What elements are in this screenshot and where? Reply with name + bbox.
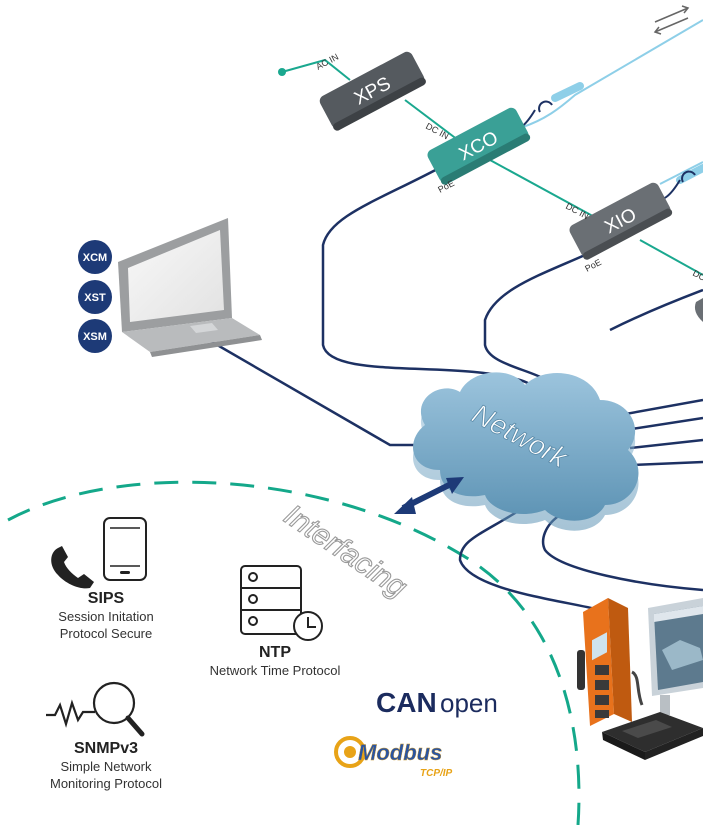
sips-title: SIPS xyxy=(87,590,125,607)
software-badges: XCM XST XSM xyxy=(78,240,112,353)
dc-partial-label: DC xyxy=(691,268,703,283)
sips-line1: Session Initation xyxy=(58,609,154,624)
smartphone-icon xyxy=(103,517,147,581)
fiber-couplers xyxy=(509,100,696,201)
modbus-logo-text: Modbus xyxy=(358,740,442,765)
power-plug-icon xyxy=(278,68,286,76)
dc-links xyxy=(281,58,703,276)
ntp-title: NTP xyxy=(259,644,291,661)
snmp-line1: Simple Network xyxy=(60,759,152,774)
modbus-gear-icon xyxy=(334,736,366,768)
interfacing-boundary xyxy=(7,480,581,825)
intercom-station[interactable] xyxy=(577,598,632,726)
dc-in-xio-label: DC IN xyxy=(564,201,590,221)
ntp-line1: Network Time Protocol xyxy=(209,663,341,678)
modbus-logo: Modbus TCP/IP xyxy=(334,736,453,779)
xps-device[interactable]: XPS xyxy=(318,50,428,132)
snmp-line2: Monitoring Protocol xyxy=(50,776,162,791)
magnifier-waveform-icon xyxy=(46,681,145,737)
sips-line2: Protocol Secure xyxy=(59,626,153,641)
transfer-arrows-icon xyxy=(653,5,690,35)
phone-handset-icon xyxy=(51,546,94,589)
badge-xcm[interactable]: XCM xyxy=(78,240,112,274)
canopen-logo-bold: CAN xyxy=(376,687,437,718)
badge-xsm[interactable]: XSM xyxy=(78,319,112,353)
sips-caption: SIPS Session Initation Protocol Secure xyxy=(40,590,172,642)
server-clock-icon xyxy=(240,565,323,641)
desk-microphone[interactable] xyxy=(602,670,703,760)
badge-xsm-label: XSM xyxy=(83,331,107,343)
badge-xst[interactable]: XST xyxy=(78,280,112,314)
network-cloud: Network xyxy=(413,372,639,531)
canopen-logo: CAN open xyxy=(376,687,498,718)
canopen-logo-light: open xyxy=(440,688,498,718)
ntp-caption: NTP Network Time Protocol xyxy=(188,644,362,679)
snmp-caption: SNMPv3 Simple Network Monitoring Protoco… xyxy=(18,740,194,792)
xio-device[interactable]: XIO xyxy=(567,181,673,261)
partial-device xyxy=(694,298,703,322)
xco-device[interactable]: XCO xyxy=(425,106,531,186)
modbus-logo-sub: TCP/IP xyxy=(420,768,453,779)
fiber-links xyxy=(519,19,703,185)
monitor-icon[interactable] xyxy=(648,598,703,715)
badge-xst-label: XST xyxy=(84,292,106,304)
bidirectional-arrow-icon xyxy=(394,477,464,514)
badge-xcm-label: XCM xyxy=(83,252,107,264)
laptop-icon[interactable] xyxy=(118,218,262,357)
snmp-title: SNMPv3 xyxy=(73,740,139,757)
